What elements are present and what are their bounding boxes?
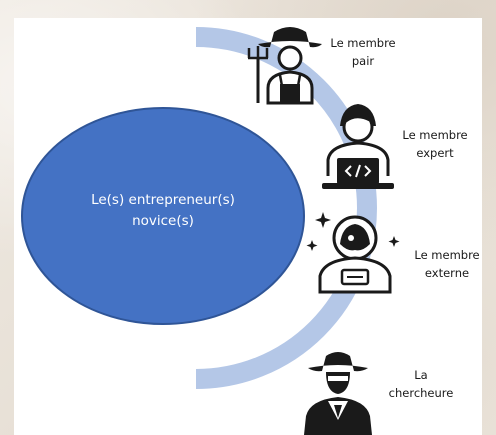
- external-member-label-line2: externe: [424, 266, 470, 280]
- researcher-label-line1: La: [414, 368, 428, 382]
- entrepreneur-ellipse: [21, 107, 305, 325]
- expert-member-label-line1: Le membre: [402, 128, 468, 142]
- peer-member-label-line1: Le membre: [330, 36, 396, 50]
- support-arc: [195, 27, 377, 389]
- expert-member-label: Le membre expert: [396, 126, 474, 162]
- peer-member-label-line2: pair: [351, 54, 375, 68]
- external-member-label: Le membre externe: [408, 246, 486, 282]
- external-member-label-line1: Le membre: [414, 248, 480, 262]
- expert-member-label-line2: expert: [416, 146, 454, 160]
- entrepreneur-label-line1: Le(s) entrepreneur(s): [91, 192, 235, 208]
- researcher-label-line2: chercheure: [388, 386, 454, 400]
- detective-icon: [304, 352, 372, 435]
- astronaut-icon: [306, 212, 400, 294]
- developer-icon: [322, 104, 394, 189]
- researcher-label: La chercheure: [378, 366, 464, 402]
- entrepreneur-label-line2: novice(s): [132, 213, 194, 229]
- peer-member-label: Le membre pair: [326, 34, 400, 70]
- entrepreneur-label: Le(s) entrepreneur(s) novice(s): [50, 190, 276, 232]
- farmer-icon: [247, 27, 322, 105]
